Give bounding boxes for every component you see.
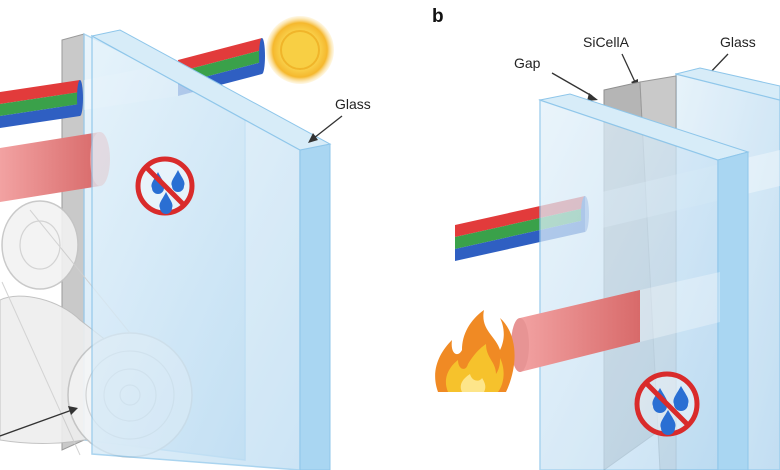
- flame-icon: [435, 310, 515, 392]
- panel-b-rear-glass-top: [675, 67, 780, 101]
- panel-a-glass-edge: [299, 143, 331, 470]
- panel-b: b Gap SiCellA Glass: [432, 6, 780, 470]
- panel-a-glass-arrow: [308, 115, 343, 143]
- panel-b-letter: b: [432, 6, 444, 27]
- panel-b-glass-label: Glass: [720, 34, 756, 50]
- no-water-icon: [634, 371, 700, 437]
- panel-b-gap-label: Gap: [514, 55, 541, 71]
- panel-a-roll-arrow: [0, 406, 78, 437]
- panel-b-front-glass-edge: [717, 151, 749, 470]
- panel-a-front-glass: [91, 34, 301, 470]
- panel-b-heat-beam: [511, 272, 720, 372]
- no-water-icon: [135, 156, 195, 216]
- panel-a-glass-label: Glass: [335, 96, 371, 112]
- panel-a: Glass: [0, 16, 371, 470]
- panel-b-gap-arrow: [551, 72, 598, 101]
- panel-a-glass-top: [90, 29, 332, 151]
- sun-icon: [266, 16, 334, 84]
- panel-b-sicella-label: SiCellA: [583, 34, 630, 50]
